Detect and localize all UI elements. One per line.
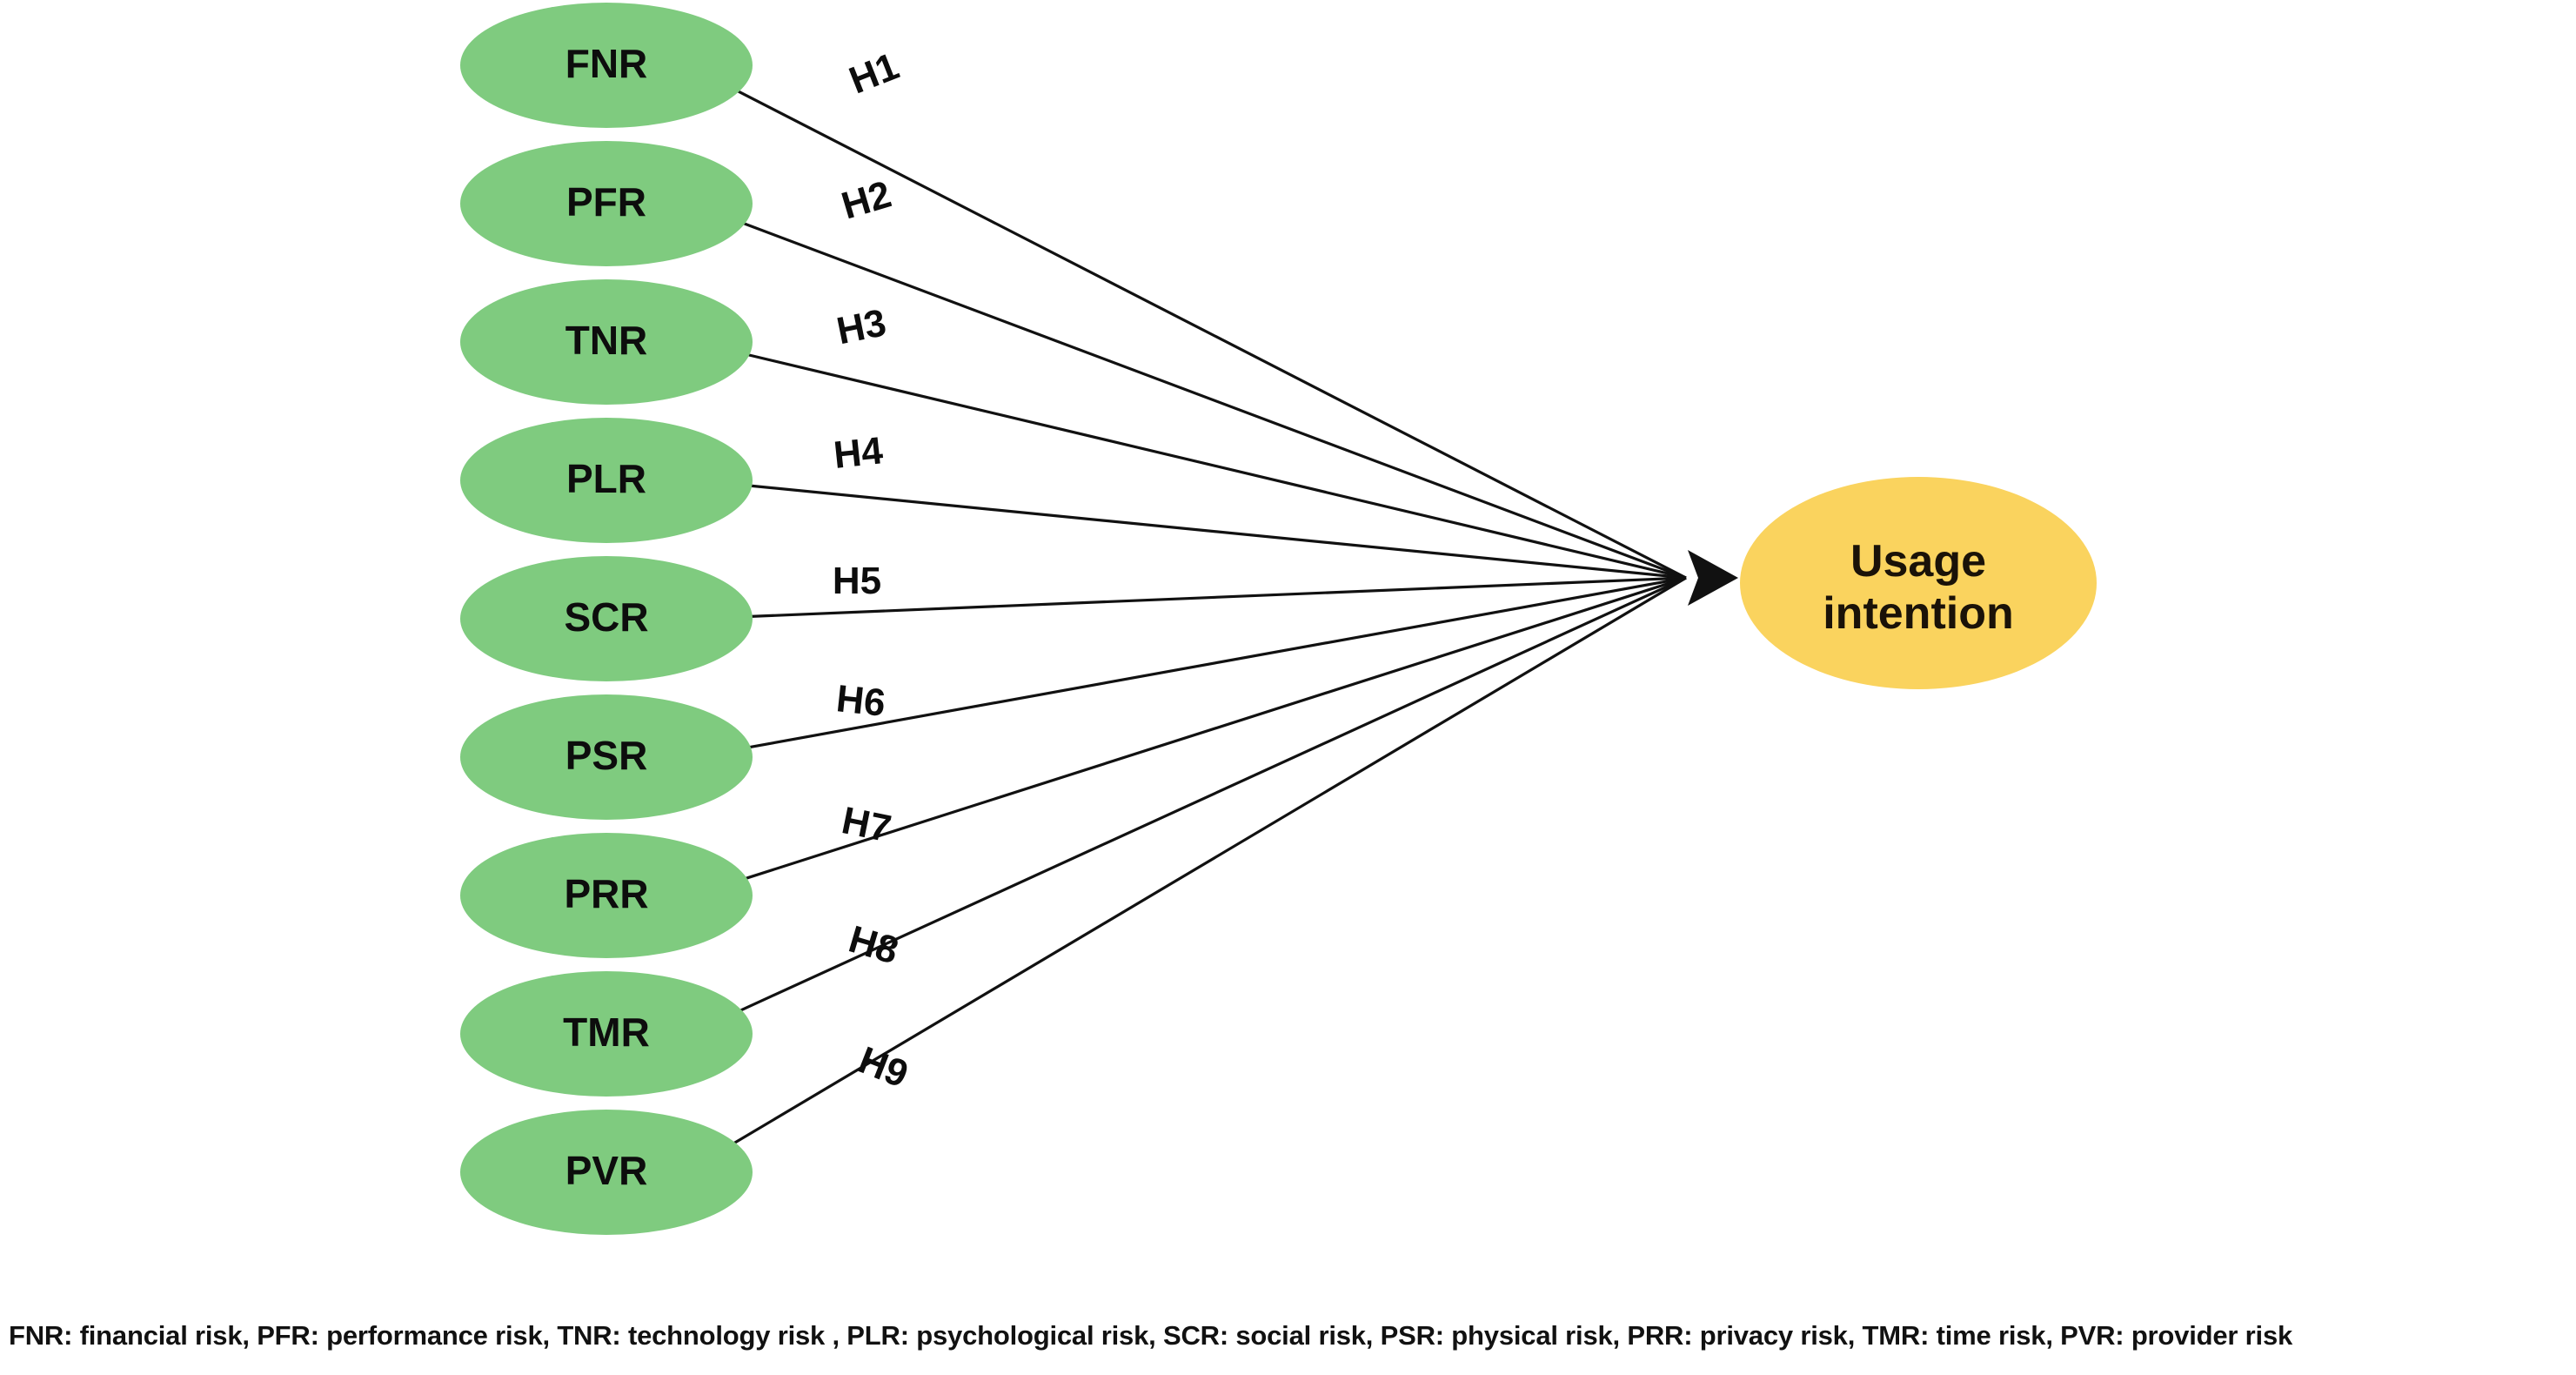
hypothesis-label-h6: H6: [834, 677, 887, 725]
hypothesis-edges: [733, 89, 1687, 1145]
construct-ellipse-pvr[interactable]: [460, 1110, 753, 1235]
construct-ellipse-scr[interactable]: [460, 556, 753, 681]
arrowhead-group: [1688, 550, 1738, 606]
usage-intention-label-line2: intention: [1823, 588, 2014, 639]
construct-label-plr: PLR: [566, 456, 646, 501]
hypothesis-edge-h1: [736, 89, 1687, 580]
arrow-head-icon: [1688, 550, 1738, 606]
hypothesis-edge-h8: [739, 576, 1687, 1012]
hypothesis-edge-h5: [750, 576, 1687, 618]
construct-ellipse-fnr[interactable]: [460, 3, 753, 128]
construct-label-prr: PRR: [564, 871, 648, 916]
construct-ellipse-prr[interactable]: [460, 833, 753, 958]
hypothesis-edge-h3: [746, 352, 1687, 580]
construct-node-tmr[interactable]: TMR: [460, 971, 753, 1097]
construct-node-prr[interactable]: PRR: [460, 833, 753, 958]
hypothesis-edge-h4: [749, 484, 1687, 580]
hypothesis-label-h3: H3: [833, 301, 890, 352]
construct-node-fnr[interactable]: FNR: [460, 3, 753, 128]
construct-label-pvr: PVR: [565, 1148, 648, 1193]
construct-ellipse-tnr[interactable]: [460, 279, 753, 405]
construct-nodes: FNR PFR TNR PLR SCR PSR PRR TMR PVR: [460, 3, 753, 1235]
hypothesis-label-h7: H7: [838, 799, 894, 850]
figure-caption: FNR: financial risk, PFR: performance ri…: [9, 1320, 2293, 1351]
hypothesis-label-h4: H4: [832, 429, 886, 477]
construct-node-scr[interactable]: SCR: [460, 556, 753, 681]
hypothesis-edge-h7: [744, 576, 1687, 881]
construct-ellipse-plr[interactable]: [460, 418, 753, 543]
construct-node-psr[interactable]: PSR: [460, 694, 753, 820]
hypothesis-edge-h2: [742, 221, 1687, 580]
construct-node-pvr[interactable]: PVR: [460, 1110, 753, 1235]
construct-node-plr[interactable]: PLR: [460, 418, 753, 543]
construct-label-pfr: PFR: [566, 179, 646, 225]
construct-ellipse-tmr[interactable]: [460, 971, 753, 1097]
hypothesis-label-h1: H1: [844, 44, 905, 102]
outcome-node[interactable]: Usage intention: [1740, 477, 2097, 689]
hypothesis-label-h9: H9: [853, 1038, 913, 1096]
hypothesis-edge-h6: [748, 576, 1687, 749]
construct-label-tnr: TNR: [565, 318, 648, 363]
usage-intention-ellipse[interactable]: [1740, 477, 2097, 689]
construct-label-psr: PSR: [565, 733, 648, 778]
construct-ellipse-psr[interactable]: [460, 694, 753, 820]
usage-intention-label-line1: Usage: [1850, 536, 1986, 587]
hypothesis-label-h8: H8: [844, 918, 903, 973]
hypothesis-edge-h9: [733, 576, 1687, 1145]
construct-label-tmr: TMR: [563, 1009, 650, 1055]
construct-ellipse-pfr[interactable]: [460, 141, 753, 266]
construct-node-pfr[interactable]: PFR: [460, 141, 753, 266]
hypothesis-label-h5: H5: [833, 560, 881, 602]
construct-label-scr: SCR: [564, 594, 648, 640]
hypothesis-label-h2: H2: [837, 173, 896, 228]
construct-label-fnr: FNR: [565, 41, 648, 86]
construct-node-tnr[interactable]: TNR: [460, 279, 753, 405]
